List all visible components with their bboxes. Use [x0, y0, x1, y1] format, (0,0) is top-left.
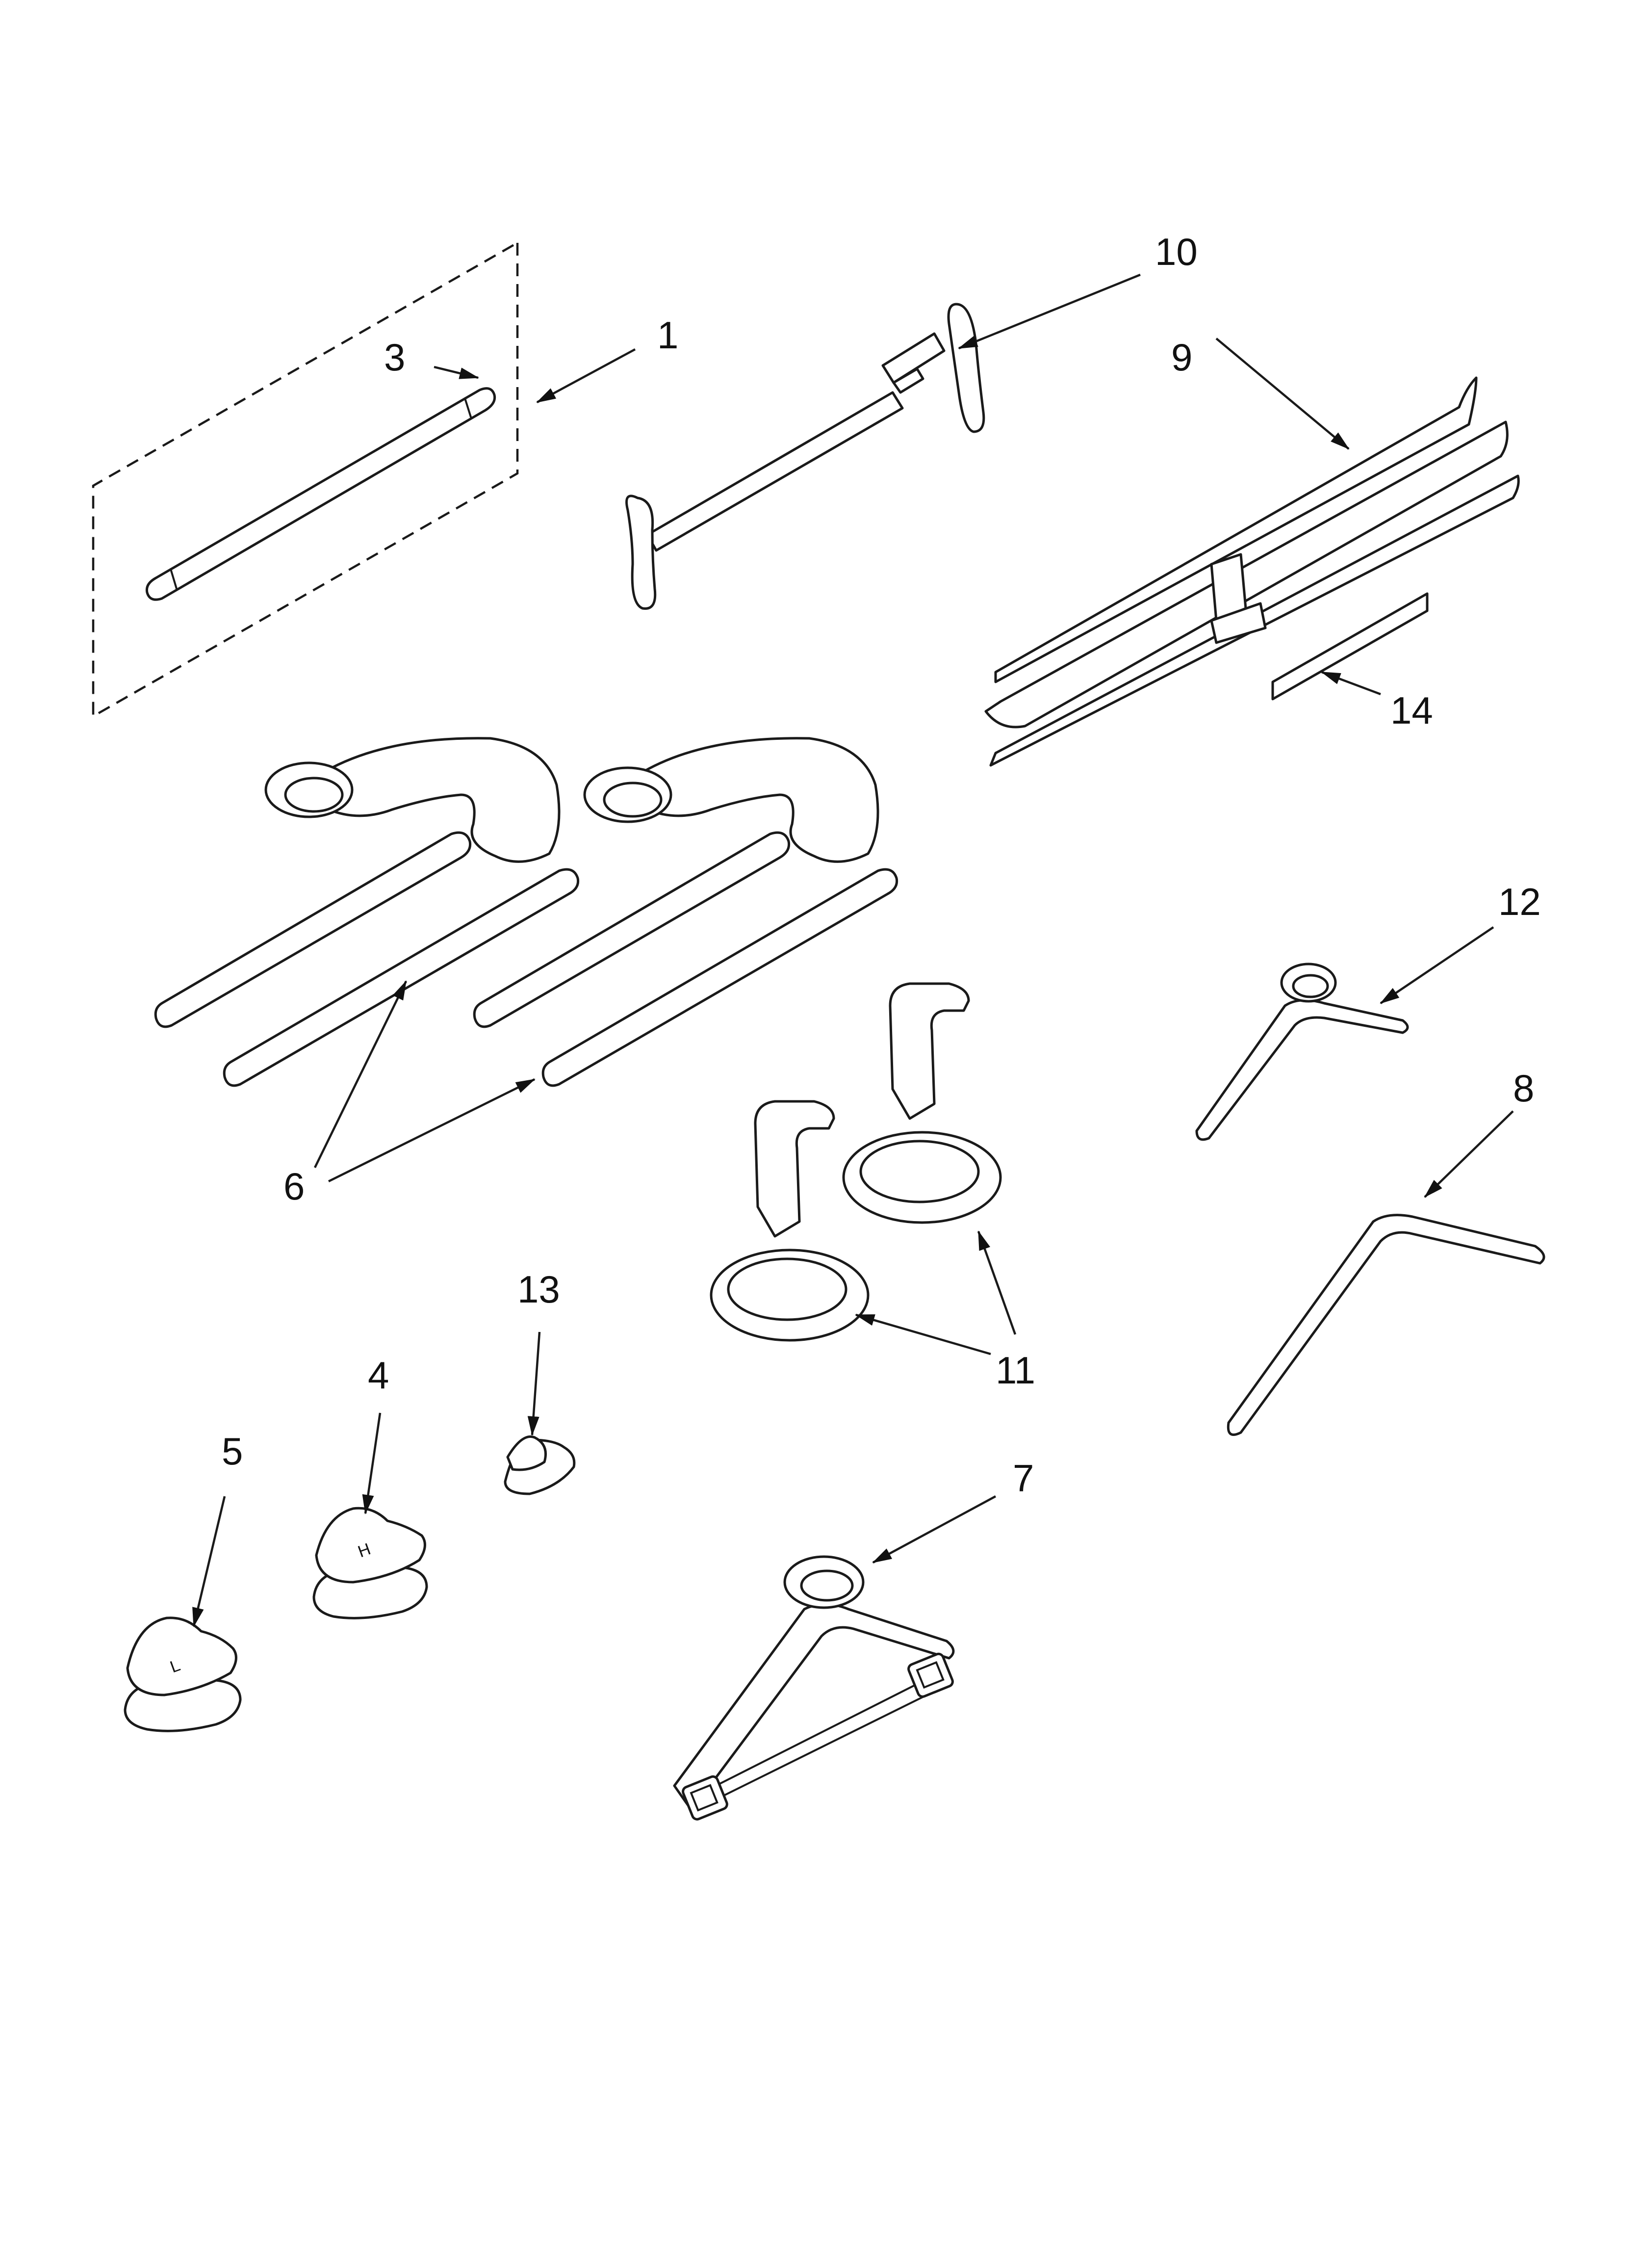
part-5-foot-l: L — [124, 1616, 242, 1732]
callout-9: 9 — [1171, 336, 1192, 379]
leader-4 — [362, 1412, 382, 1514]
leader-6b — [328, 1078, 536, 1183]
callout-10: 10 — [1155, 230, 1198, 273]
callout-14: 14 — [1390, 689, 1433, 732]
leader-1 — [536, 348, 636, 403]
part-1-assembly-group — [92, 241, 519, 718]
callout-3: 3 — [384, 336, 405, 379]
part-4-foot-h: H — [312, 1507, 428, 1619]
leader-8 — [1424, 1110, 1514, 1198]
callout-12: 12 — [1498, 880, 1541, 923]
part-11-clip-left — [710, 1100, 870, 1342]
leader-11a — [855, 1313, 991, 1356]
callout-8: 8 — [1513, 1067, 1534, 1110]
callout-13: 13 — [517, 1268, 560, 1311]
leader-6a — [313, 980, 408, 1168]
part-6-rack-left — [154, 737, 580, 1087]
part-7-clip-hanger — [673, 1555, 955, 1821]
callout-6: 6 — [283, 1165, 305, 1208]
part-6-rack-right — [473, 737, 898, 1087]
callout-11: 11 — [996, 1349, 1035, 1392]
leader-7 — [872, 1495, 997, 1564]
leader-11b — [977, 1230, 1017, 1335]
part-13-small-foot — [504, 1435, 576, 1495]
callout-4: 4 — [368, 1354, 389, 1397]
part-9-rails — [984, 376, 1520, 767]
callout-1: 1 — [657, 313, 678, 357]
leader-14 — [1321, 671, 1381, 696]
leader-10 — [958, 273, 1141, 350]
callout-7: 7 — [1013, 1457, 1034, 1500]
leader-13 — [527, 1331, 541, 1436]
callout-labels: 1 3 4 5 6 7 8 9 10 11 12 13 14 — [222, 230, 1541, 1500]
part-3-rod — [145, 387, 496, 601]
part-12-small-hanger — [1195, 963, 1409, 1141]
part-1-dashed-outline — [92, 241, 519, 718]
part-10-handle-rod — [625, 303, 985, 610]
leader-5 — [192, 1496, 226, 1627]
leader-12 — [1380, 926, 1494, 1004]
part-14-strip — [1271, 592, 1429, 701]
callout-5: 5 — [222, 1430, 243, 1473]
leader-3 — [434, 365, 479, 379]
leader-lines — [192, 273, 1514, 1627]
leader-9 — [1215, 338, 1350, 450]
part-8-hanger-wire — [1227, 1214, 1545, 1436]
part-11-clip-right — [842, 982, 1002, 1224]
